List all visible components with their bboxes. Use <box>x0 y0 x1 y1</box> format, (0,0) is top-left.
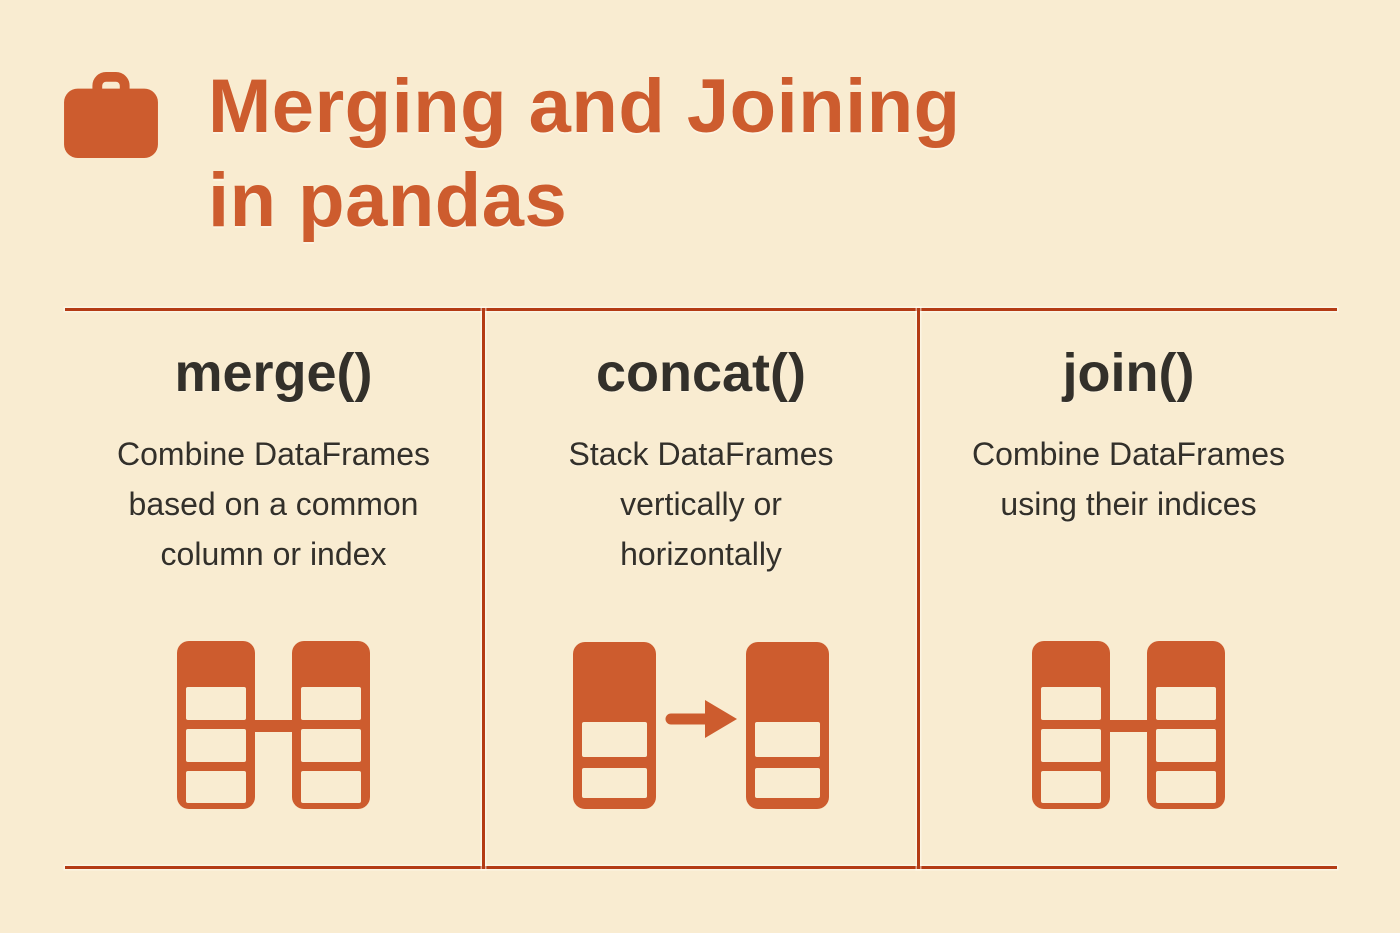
concat-description-line: Stack DataFrames <box>568 436 834 472</box>
divider-vertical-1 <box>482 308 485 869</box>
join-description-line: using their indices <box>1000 486 1257 522</box>
column-join: join() Combine DataFrames using their in… <box>920 311 1337 866</box>
concat-heading: concat() <box>595 343 806 403</box>
concat-description: Stack DataFrames vertically or horizonta… <box>569 429 834 579</box>
concat-description-line: vertically or <box>620 486 782 522</box>
divider-vertical-2 <box>917 308 920 869</box>
merge-description-line: based on a common <box>128 486 419 522</box>
divider-bottom <box>65 866 1337 869</box>
merge-heading: merge() <box>174 343 373 403</box>
page-title-line1: Merging and Joining <box>208 64 961 149</box>
column-concat: concat() Stack DataFrames vertically or … <box>485 311 917 866</box>
concat-description-line: horizontally <box>620 536 782 572</box>
join-linked-tables-icon <box>1032 641 1225 809</box>
merge-linked-tables-icon <box>177 641 370 809</box>
merge-description-line: column or index <box>160 536 387 572</box>
merge-description: Combine DataFrames based on a common col… <box>117 429 430 579</box>
divider-top <box>65 308 1337 311</box>
merge-description-line: Combine DataFrames <box>117 436 430 472</box>
briefcase-icon <box>62 70 160 165</box>
concat-tables-arrow-icon <box>573 642 829 809</box>
page-title: Merging and Joining in pandas <box>208 60 961 248</box>
column-merge: merge() Combine DataFrames based on a co… <box>65 311 482 866</box>
join-heading: join() <box>1062 343 1195 403</box>
join-description-line: Combine DataFrames <box>972 436 1285 472</box>
page-title-line2: in pandas <box>208 158 568 243</box>
join-description: Combine DataFrames using their indices <box>972 429 1285 529</box>
